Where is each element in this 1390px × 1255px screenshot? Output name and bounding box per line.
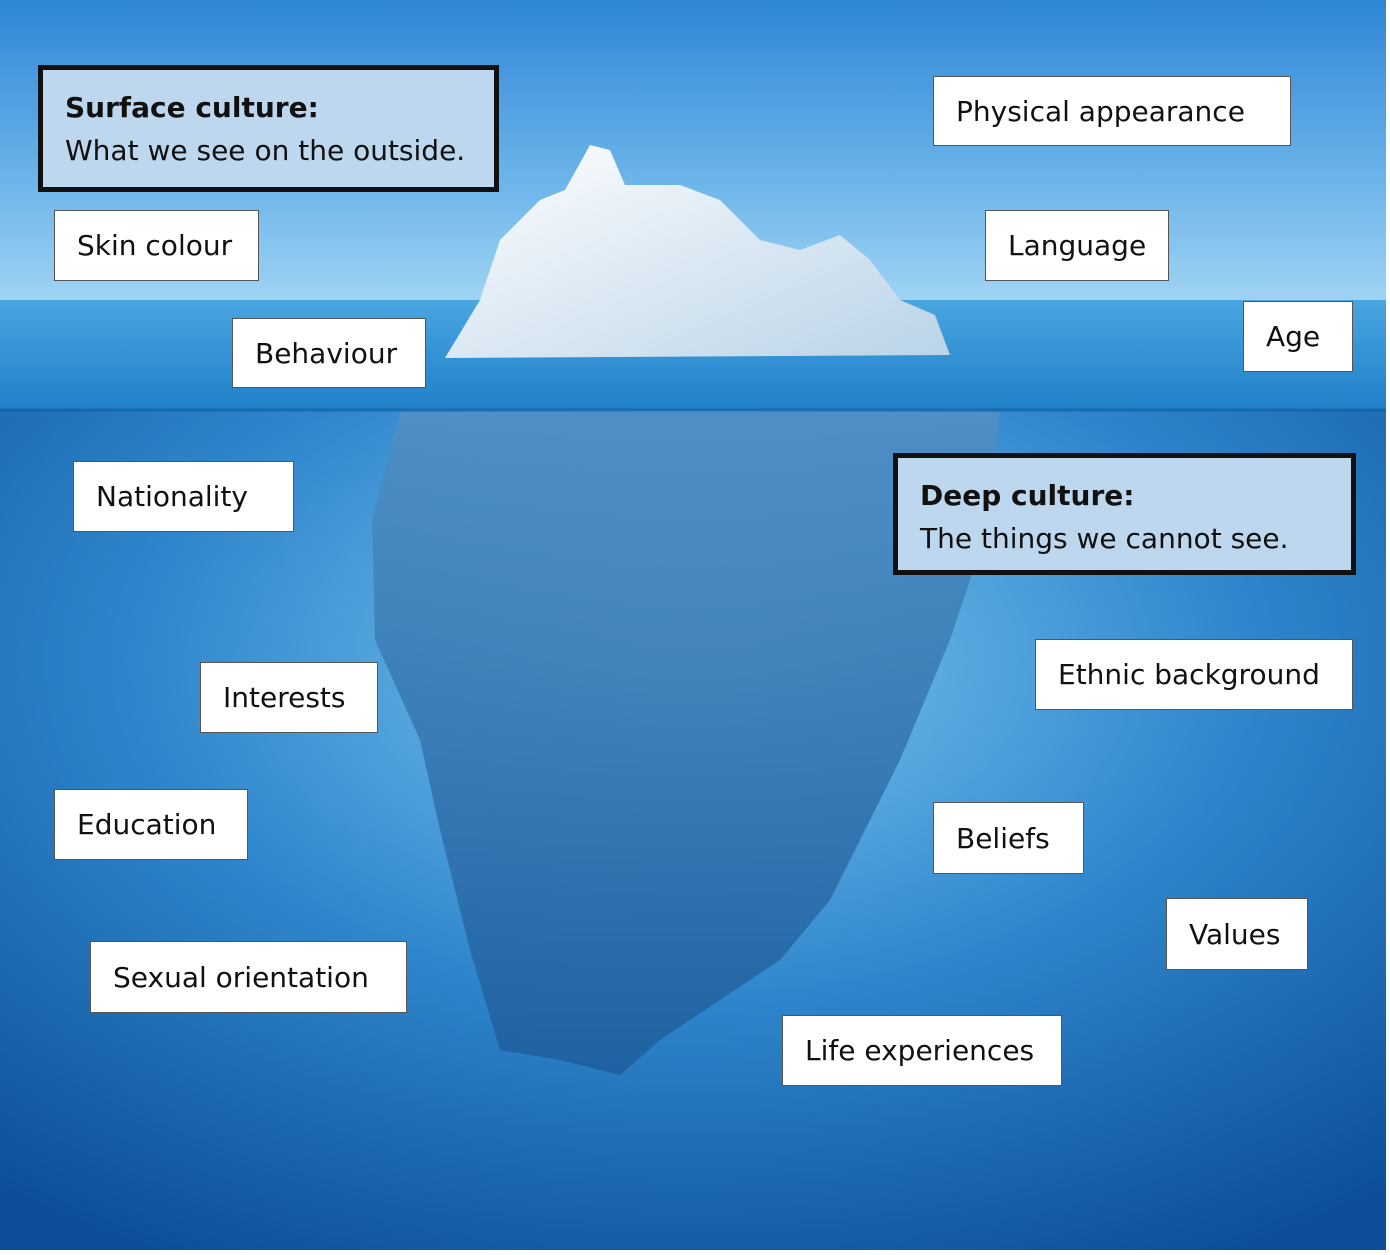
deep-culture-title: Deep culture: <box>920 479 1135 512</box>
label-interests: Interests <box>200 662 378 733</box>
label-education: Education <box>54 789 248 860</box>
iceberg-underwater <box>372 412 1000 1075</box>
label-values: Values <box>1166 898 1308 970</box>
label-nationality: Nationality <box>73 461 294 532</box>
label-ethnic-background: Ethnic background <box>1035 639 1353 710</box>
label-age: Age <box>1243 301 1353 372</box>
label-beliefs: Beliefs <box>933 802 1084 874</box>
label-skin-colour: Skin colour <box>54 210 259 281</box>
deep-culture-box: Deep culture: The things we cannot see. <box>893 453 1356 575</box>
surface-culture-text: What we see on the outside. <box>65 134 466 167</box>
label-sexual-orientation: Sexual orientation <box>90 941 407 1013</box>
label-physical-appearance: Physical appearance <box>933 76 1291 146</box>
label-life-experiences: Life experiences <box>782 1015 1062 1086</box>
surface-culture-box: Surface culture: What we see on the outs… <box>38 65 499 192</box>
deep-culture-text: The things we cannot see. <box>920 522 1289 555</box>
iceberg-top <box>445 145 950 358</box>
label-behaviour: Behaviour <box>232 318 426 388</box>
label-language: Language <box>985 210 1169 281</box>
surface-culture-title: Surface culture: <box>65 91 319 124</box>
